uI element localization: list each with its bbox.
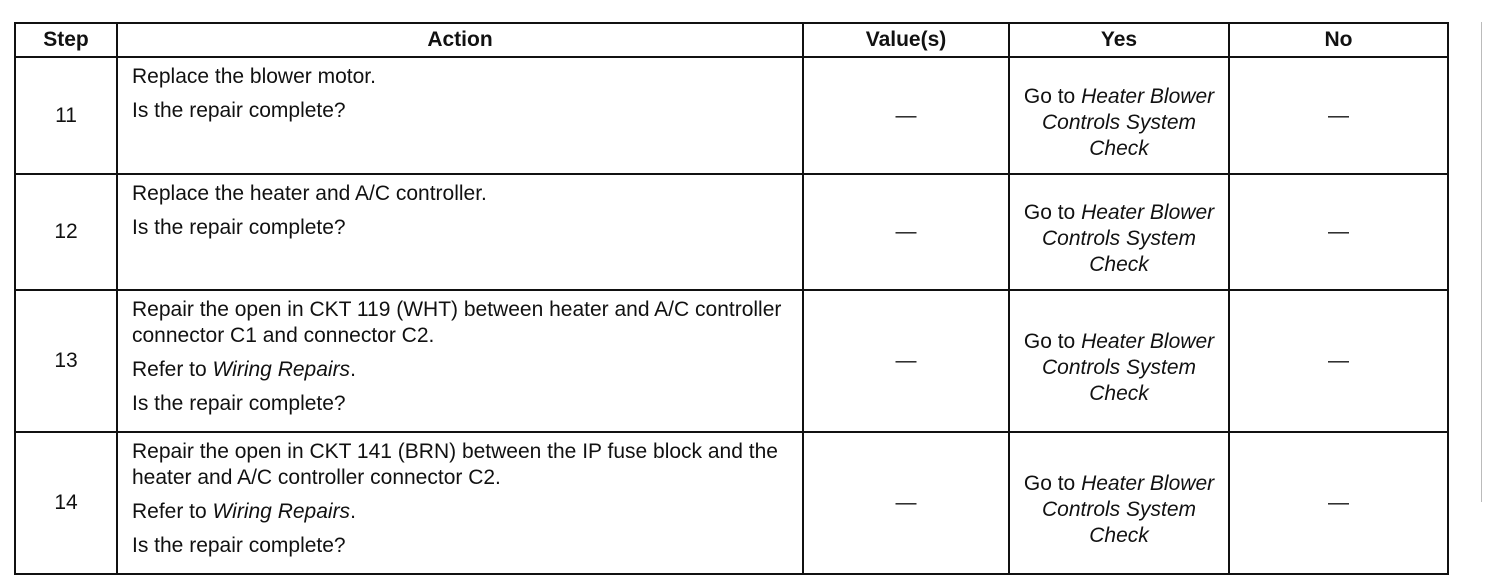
yes-prefix: Go to: [1023, 330, 1082, 353]
value-cell: —: [802, 289, 1010, 433]
step-number: 14: [14, 431, 118, 575]
header-yes: Yes: [1008, 22, 1230, 58]
wiring-repairs-link[interactable]: Wiring Repairs: [212, 500, 351, 523]
value-dash: —: [895, 103, 917, 127]
yes-cell: Go to Heater Blower Controls System Chec…: [1008, 173, 1230, 291]
action-cell: Replace the blower motor. Is the repair …: [116, 56, 804, 175]
yes-link[interactable]: Heater Blower Controls System Check: [1041, 201, 1215, 276]
yes-cell: Go to Heater Blower Controls System Chec…: [1008, 431, 1230, 575]
scan-edge-line: [1481, 22, 1482, 502]
action-cell: Repair the open in CKT 119 (WHT) between…: [116, 289, 804, 433]
table-row: 14 Repair the open in CKT 141 (BRN) betw…: [14, 431, 1449, 575]
no-cell: —: [1228, 56, 1449, 175]
header-step: Step: [14, 22, 118, 58]
wiring-repairs-link[interactable]: Wiring Repairs: [212, 358, 351, 381]
refer-prefix: Refer to: [132, 500, 207, 523]
yes-link[interactable]: Heater Blower Controls System Check: [1041, 472, 1215, 547]
table-row: 13 Repair the open in CKT 119 (WHT) betw…: [14, 289, 1449, 433]
no-cell: —: [1228, 289, 1449, 433]
table-row: 12 Replace the heater and A/C controller…: [14, 173, 1449, 291]
yes-cell: Go to Heater Blower Controls System Chec…: [1008, 289, 1230, 433]
yes-link[interactable]: Heater Blower Controls System Check: [1041, 84, 1215, 160]
yes-link[interactable]: Heater Blower Controls System Check: [1041, 330, 1215, 405]
no-dash: —: [1328, 103, 1349, 127]
value-dash: —: [895, 349, 917, 372]
no-dash: —: [1328, 491, 1349, 514]
header-row: Step Action Value(s) Yes No: [14, 22, 1449, 58]
action-text: Repair the open in CKT 119 (WHT) between…: [132, 298, 782, 347]
action-text: Replace the heater and A/C controller.: [132, 182, 487, 205]
no-cell: —: [1228, 173, 1449, 291]
table-row: 11 Replace the blower motor. Is the repa…: [14, 56, 1449, 175]
step-number: 12: [14, 173, 118, 291]
no-dash: —: [1328, 349, 1349, 372]
yes-prefix: Go to: [1023, 201, 1082, 224]
value-dash: —: [895, 491, 917, 514]
value-cell: —: [802, 173, 1010, 291]
action-question: Is the repair complete?: [132, 216, 346, 239]
refer-line: Refer to Wiring Repairs.: [132, 500, 356, 523]
action-text: Repair the open in CKT 141 (BRN) between…: [132, 440, 778, 489]
refer-line: Refer to Wiring Repairs.: [132, 358, 356, 381]
header-action: Action: [116, 22, 804, 58]
header-values: Value(s): [802, 22, 1010, 58]
no-dash: —: [1328, 220, 1349, 243]
action-cell: Repair the open in CKT 141 (BRN) between…: [116, 431, 804, 575]
diagnostic-table: Step Action Value(s) Yes No 11 Replace t…: [14, 22, 1449, 575]
action-question: Is the repair complete?: [132, 534, 346, 557]
no-cell: —: [1228, 431, 1449, 575]
action-question: Is the repair complete?: [132, 392, 346, 415]
refer-prefix: Refer to: [132, 358, 207, 381]
yes-prefix: Go to: [1023, 84, 1082, 108]
yes-prefix: Go to: [1023, 472, 1082, 495]
step-number: 11: [14, 56, 118, 175]
yes-cell: Go to Heater Blower Controls System Chec…: [1008, 56, 1230, 175]
value-cell: —: [802, 56, 1010, 175]
action-cell: Replace the heater and A/C controller. I…: [116, 173, 804, 291]
step-number: 13: [14, 289, 118, 433]
header-no: No: [1228, 22, 1449, 58]
value-cell: —: [802, 431, 1010, 575]
action-question: Is the repair complete?: [132, 99, 346, 122]
action-text: Replace the blower motor.: [132, 65, 376, 88]
value-dash: —: [895, 220, 917, 243]
